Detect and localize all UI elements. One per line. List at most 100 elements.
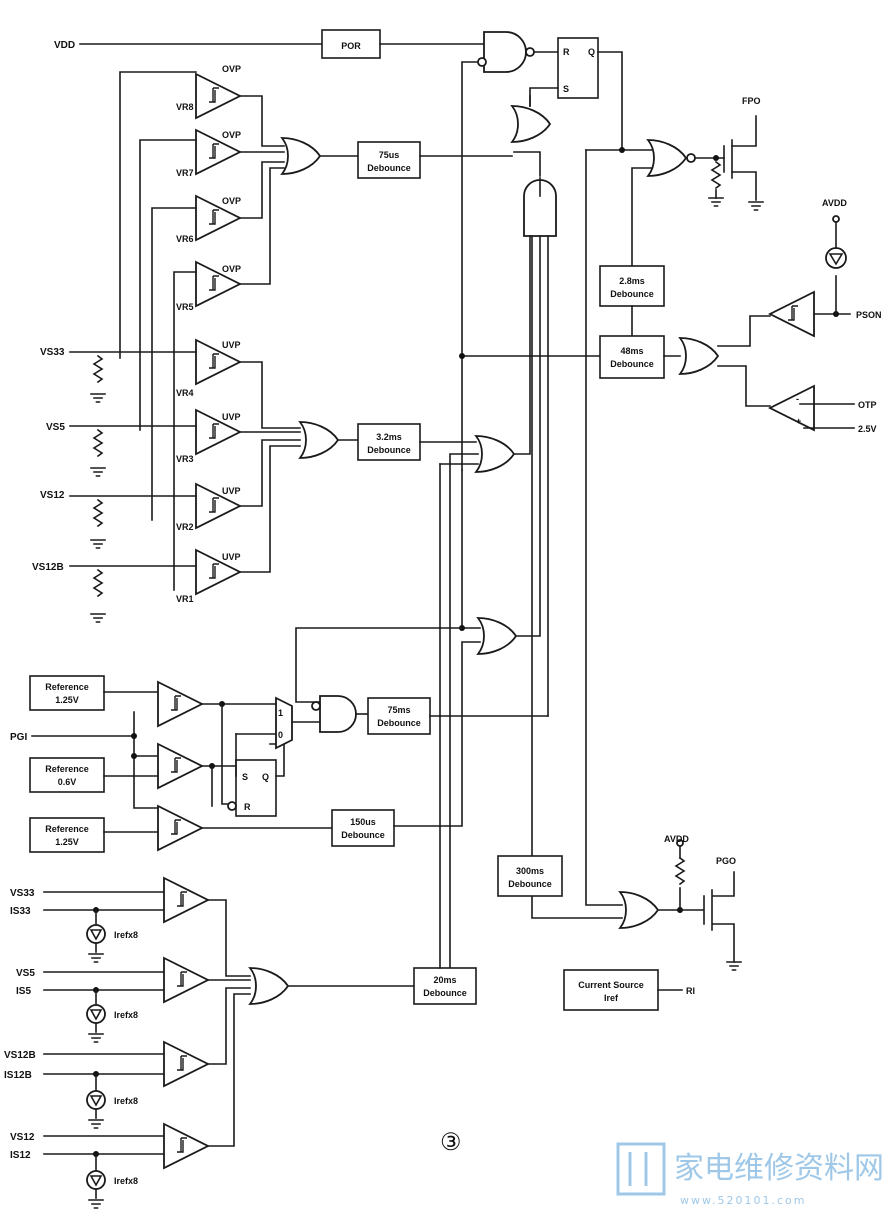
sr-q-label: Q (588, 47, 595, 57)
is5-label: IS5 (16, 986, 31, 997)
uvp-label-4: UVP (222, 552, 241, 562)
otp-comparator (767, 384, 815, 432)
vs33-label: VS33 (40, 347, 65, 358)
debounce-48ms-l1: 48ms (620, 346, 643, 356)
pgi-or-gate (477, 617, 517, 655)
vs5-ocp-label: VS5 (16, 968, 35, 979)
irefx8-2: Irefx8 (86, 987, 138, 1043)
ocp-comparator-1 (163, 877, 209, 923)
debounce-20ms-l2: Debounce (423, 988, 467, 998)
debounce-20ms-l1: 20ms (433, 975, 456, 985)
ovp-comparators: OVP OVP OVP OVP VR8 VR7 VR6 VR5 75us Deb… (119, 64, 623, 919)
uvp-or-gate (299, 421, 339, 459)
debounce-48ms-l2: Debounce (610, 359, 654, 369)
debounce-3-2ms-l2: Debounce (367, 445, 411, 455)
vs12b-label: VS12B (32, 562, 64, 573)
nand-gate (483, 31, 527, 73)
ocp-or-gate (249, 967, 289, 1005)
otp-label: OTP (858, 400, 877, 410)
irefx8-label-1: Irefx8 (114, 930, 138, 940)
por-box (321, 29, 381, 59)
or-gate-mid (475, 435, 515, 473)
vs5-label: VS5 (46, 422, 65, 433)
fpo-label: FPO (742, 96, 761, 106)
mux-one-label: 1 (278, 708, 283, 718)
ref-b-l2: 0.6V (58, 777, 77, 787)
debounce-2-8ms-l2: Debounce (610, 289, 654, 299)
vdd-label: VDD (54, 40, 75, 51)
is33-label: IS33 (10, 906, 31, 917)
reference-0-6v (29, 757, 105, 793)
debounce-20ms (413, 967, 477, 1005)
debounce-3-2ms (357, 423, 421, 461)
otp-minus: - (796, 394, 799, 404)
ovp-comparator-1 (195, 73, 241, 119)
or-gate-top (511, 105, 551, 143)
pgi-mux (275, 696, 293, 750)
debounce-48ms (599, 335, 665, 379)
pgo-or-gate (619, 891, 659, 929)
current-source-box (563, 969, 659, 1011)
debounce-300ms-l2: Debounce (508, 879, 552, 889)
vr8-label: VR8 (176, 102, 194, 112)
ocp-section: VS33 IS33 VS5 IS5 VS12B IS12B VS12 IS12 … (4, 463, 477, 1209)
ocp-comparator-4 (163, 1123, 209, 1169)
current-source-l1: Current Source (578, 980, 644, 990)
figure-marker: ③ (440, 1129, 462, 1156)
debounce-75us-l2: Debounce (367, 163, 411, 173)
mux-zero-label: 0 (278, 730, 283, 740)
ri-label: RI (686, 986, 695, 996)
sr-r-label: R (563, 47, 570, 57)
pgo-label: PGO (716, 856, 736, 866)
uvp-label-3: UVP (222, 486, 241, 496)
irefx8-label-3: Irefx8 (114, 1096, 138, 1106)
uvp-label-2: UVP (222, 412, 241, 422)
debounce-75ms-l2: Debounce (377, 718, 421, 728)
sr2-r-label: R (244, 802, 251, 812)
ref-a-l2: 1.25V (55, 695, 79, 705)
sr-latch-pgi (235, 759, 277, 817)
debounce-300ms (497, 855, 563, 897)
center-bus (295, 353, 601, 703)
ref-b-l1: Reference (45, 764, 89, 774)
uvp-label-1: UVP (222, 340, 241, 350)
sr2-q-label: Q (262, 772, 269, 782)
irefx8-4: Irefx8 (86, 1151, 138, 1209)
watermark-logo (616, 1142, 666, 1196)
vr7-label: VR7 (176, 168, 194, 178)
vr3-label: VR3 (176, 454, 194, 464)
debounce-75ms-l1: 75ms (387, 705, 410, 715)
watermark: 家电维修资料网 www.520101.com (616, 1142, 884, 1207)
por-label: POR (341, 41, 361, 51)
reference-1-25v-b (29, 817, 105, 853)
is12-label: IS12 (10, 1150, 31, 1161)
pgi-comparator-3 (157, 805, 203, 851)
sr2-s-label: S (242, 772, 248, 782)
pgi-comparator-2 (157, 743, 203, 789)
pgi-label: PGI (10, 732, 27, 743)
debounce-150us-l1: 150us (350, 817, 376, 827)
ovp-label-2: OVP (222, 130, 241, 140)
pson-label: PSON (856, 310, 882, 320)
debounce-2-8ms-l1: 2.8ms (619, 276, 645, 286)
nand-out-bubble (525, 47, 535, 57)
pgo-section: 300ms Debounce AVDD PGO Current Source I… (497, 834, 742, 1011)
v25-label: 2.5V (858, 424, 877, 434)
ovp-label-4: OVP (222, 264, 241, 274)
current-source-l2: Iref (604, 993, 619, 1003)
is12b-label: IS12B (4, 1070, 32, 1081)
avdd-label-1: AVDD (822, 198, 847, 208)
debounce-75us-l1: 75us (379, 150, 400, 160)
ref-c-l1: Reference (45, 824, 89, 834)
irefx8-label-2: Irefx8 (114, 1010, 138, 1020)
reference-1-25v-a (29, 675, 105, 711)
debounce-3-2ms-l1: 3.2ms (376, 432, 402, 442)
uvp-comparators: UVP UVP UVP UVP VR4 VR3 VR2 VR1 VS33 VS5… (32, 235, 531, 1001)
debounce-75us (357, 141, 421, 179)
otp-plus: + (796, 416, 801, 426)
irefx8-label-4: Irefx8 (114, 1176, 138, 1186)
fpo-section: FPO (585, 96, 764, 906)
por-section: VDD POR R Q S (54, 29, 623, 471)
watermark-text: 家电维修资料网 (674, 1151, 884, 1186)
